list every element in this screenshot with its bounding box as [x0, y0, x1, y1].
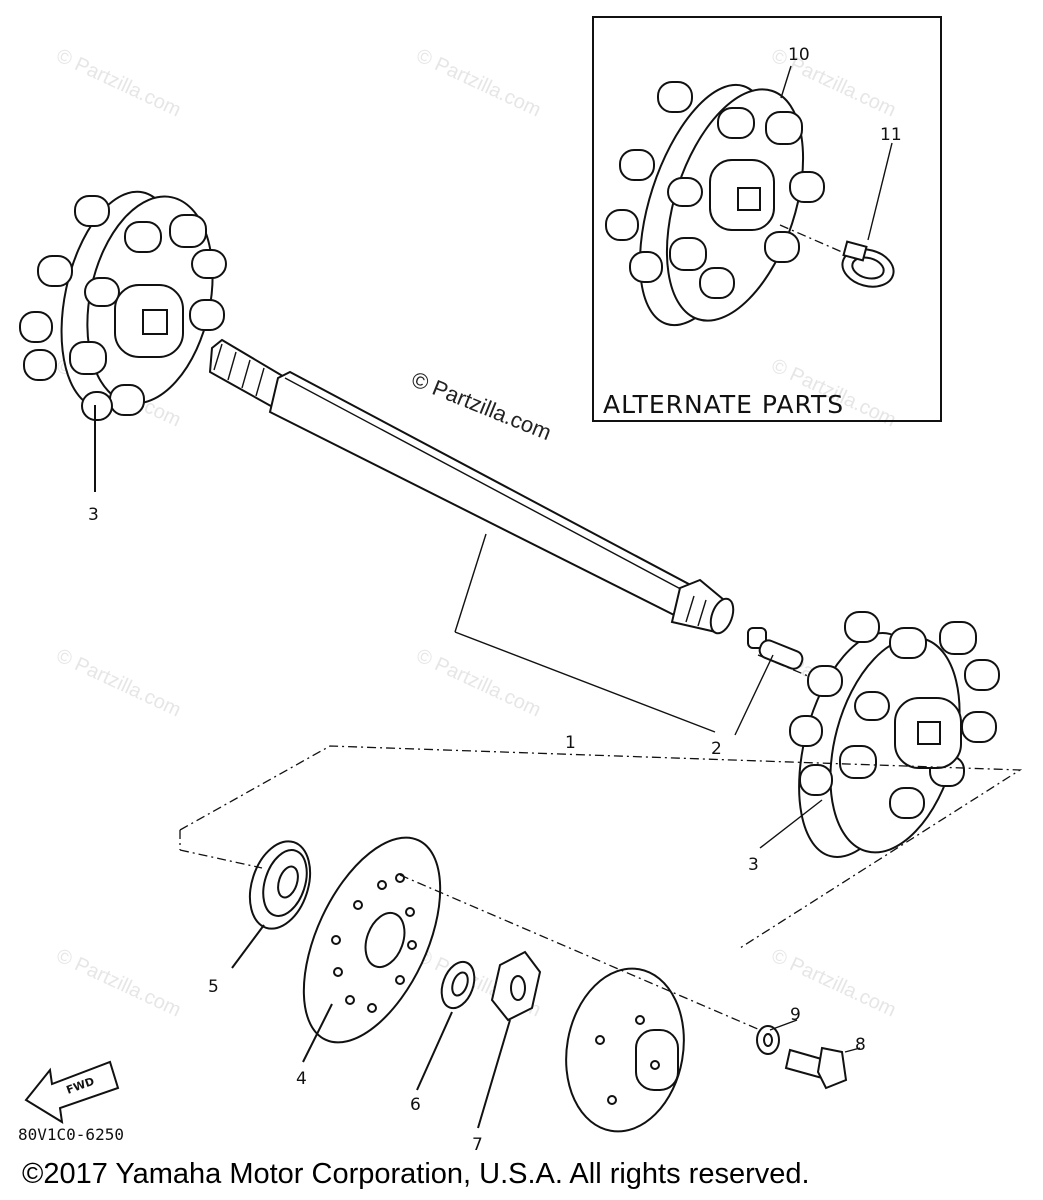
drive-shaft-1: [208, 338, 735, 635]
watermark-tile: © Partzilla.com: [53, 945, 184, 1022]
callout-6: 6: [410, 1095, 421, 1115]
left-sprocket-3: [19, 190, 227, 421]
callout-1: 1: [565, 733, 576, 753]
callout-9: 9: [790, 1005, 801, 1025]
callout-8: 8: [855, 1035, 866, 1055]
watermark-center: © Partzilla.com: [408, 366, 555, 445]
right-sprocket-3: [789, 611, 1000, 858]
callout-5: 5: [208, 977, 219, 997]
washer-9: [756, 1025, 780, 1055]
copyright-footer: ©2017 Yamaha Motor Corporation, U.S.A. A…: [22, 1158, 810, 1190]
callout-2: 2: [711, 739, 722, 759]
alternate-sprocket-10: [605, 81, 825, 327]
callout-11: 11: [880, 125, 902, 145]
watermark-tile: © Partzilla.com: [413, 45, 544, 122]
fwd-arrow-icon: FWD: [24, 1060, 120, 1124]
alternate-clip-11: [841, 240, 895, 288]
watermark-tile: © Partzilla.com: [53, 45, 184, 122]
bolt-8: [784, 1046, 848, 1090]
hub: [565, 967, 685, 1133]
inset-frame: [592, 16, 942, 422]
alternate-parts-inset: 10 11 ALTERNATE PARTS: [592, 16, 942, 422]
callout-3-left: 3: [88, 505, 99, 525]
leader-lines: [94, 405, 1023, 1129]
nut-7: [490, 950, 542, 1022]
diagram-code: 80V1C0-6250: [18, 1125, 124, 1144]
inset-title: ALTERNATE PARTS: [603, 390, 844, 419]
plate-4: [302, 836, 442, 1044]
callout-10: 10: [788, 45, 810, 65]
callout-4: 4: [296, 1069, 307, 1089]
pin-2: [747, 627, 804, 670]
callout-3-right: 3: [748, 855, 759, 875]
bearing-5: [248, 840, 312, 930]
callout-7: 7: [472, 1135, 483, 1155]
washer-6: [440, 960, 476, 1010]
watermark-tile: © Partzilla.com: [413, 645, 544, 722]
watermark-tile: © Partzilla.com: [53, 645, 184, 722]
watermark-tile: © Partzilla.com: [768, 945, 899, 1022]
